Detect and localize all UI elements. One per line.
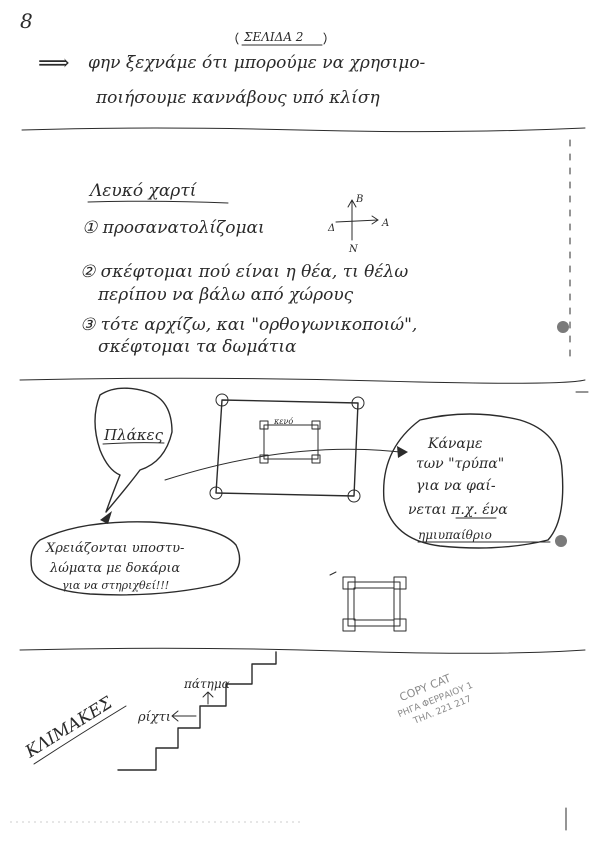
punch-hole (555, 535, 567, 547)
step-2-line-1: ② σκέφτομαι πού είναι η θέα, τι θέλω (80, 262, 408, 282)
step-2-line-2: περίπου να βάλω από χώρους (97, 285, 354, 305)
heading-left-paren (235, 32, 239, 45)
landing-arrow-icon (202, 691, 214, 705)
section-title-blank-paper: Λευκό χαρτί (88, 181, 198, 201)
column-frame-drawing (329, 571, 407, 632)
heading-right-paren (323, 32, 327, 45)
section-title-underline (87, 200, 229, 204)
separator-line (19, 377, 586, 384)
slabs-label-underline (102, 442, 165, 445)
slab-plan-drawing: κενό (209, 393, 365, 503)
slabs-bubble (94, 387, 173, 513)
step-3-line-1: ③ τότε αρχίζω, και "ορθογωνικοποιώ", (80, 315, 417, 335)
left-callout-line-3: για να στηριχθεί!!! (62, 579, 169, 592)
left-callout-cloud (30, 521, 241, 596)
right-callout-line-3: για να φαί- (416, 477, 496, 494)
compass-south-label: N (348, 244, 359, 255)
intro-line-1: φην ξεχνάμε ότι μπορούμε να χρησιμο- (88, 53, 426, 73)
connector-arrowhead-icon (397, 446, 408, 458)
copy-shop-stamp: COPY CAT ΡΗΓΑ ΦΕΡΡΑΙΟΥ 1 ΤΗΛ. 221 217 (397, 672, 475, 727)
left-callout-line-1: Χρειάζονται υποστυ- (45, 541, 184, 556)
separator-line (19, 647, 586, 654)
intro-line-2: ποιήσουμε καννάβους υπό κλίση (95, 88, 380, 108)
punch-hole (557, 321, 569, 333)
step-1-text: ① προσανατολίζομαι (82, 218, 265, 238)
stairs-drawing (117, 651, 277, 771)
connector-curve (164, 448, 401, 481)
right-callout-line-2: των "τρύπα" (416, 456, 504, 472)
right-callout-line-1: Κάναμε (427, 436, 483, 452)
bubble-tail-arrowhead-icon (100, 511, 112, 524)
stairs-title-underline (33, 705, 127, 765)
grid-opening-label: κενό (273, 417, 293, 426)
slabs-label: Πλάκες (103, 426, 164, 444)
riser-arrow-icon (171, 710, 197, 722)
compass-north-label: B (355, 194, 363, 205)
stairs-landing-label: πάτημα (183, 677, 230, 691)
separator-line (21, 127, 586, 133)
compass-east-label: Α (381, 218, 389, 229)
compass-icon: B N Δ Α (327, 194, 389, 255)
step-3-line-2: σκέφτομαι τα δωμάτια (98, 337, 297, 357)
stairs-title: ΚΛΙΜΑΚΕΣ (21, 693, 117, 763)
right-callout-line-5: ημιυπαίθριο (418, 528, 492, 542)
left-callout-line-2: λώματα με δοκάρια (49, 561, 180, 576)
page-heading: ΣΕΛΙΔΑ 2 (243, 30, 303, 44)
compass-west-label: Δ (327, 223, 335, 234)
stairs-riser-label: ρίχτι (137, 710, 171, 725)
implication-arrow-icon: ⟹ (38, 51, 70, 76)
right-callout-line-4: νεται π.χ. ένα (408, 501, 508, 518)
right-callout-cloud (382, 413, 564, 549)
page-number: 8 (20, 9, 33, 33)
